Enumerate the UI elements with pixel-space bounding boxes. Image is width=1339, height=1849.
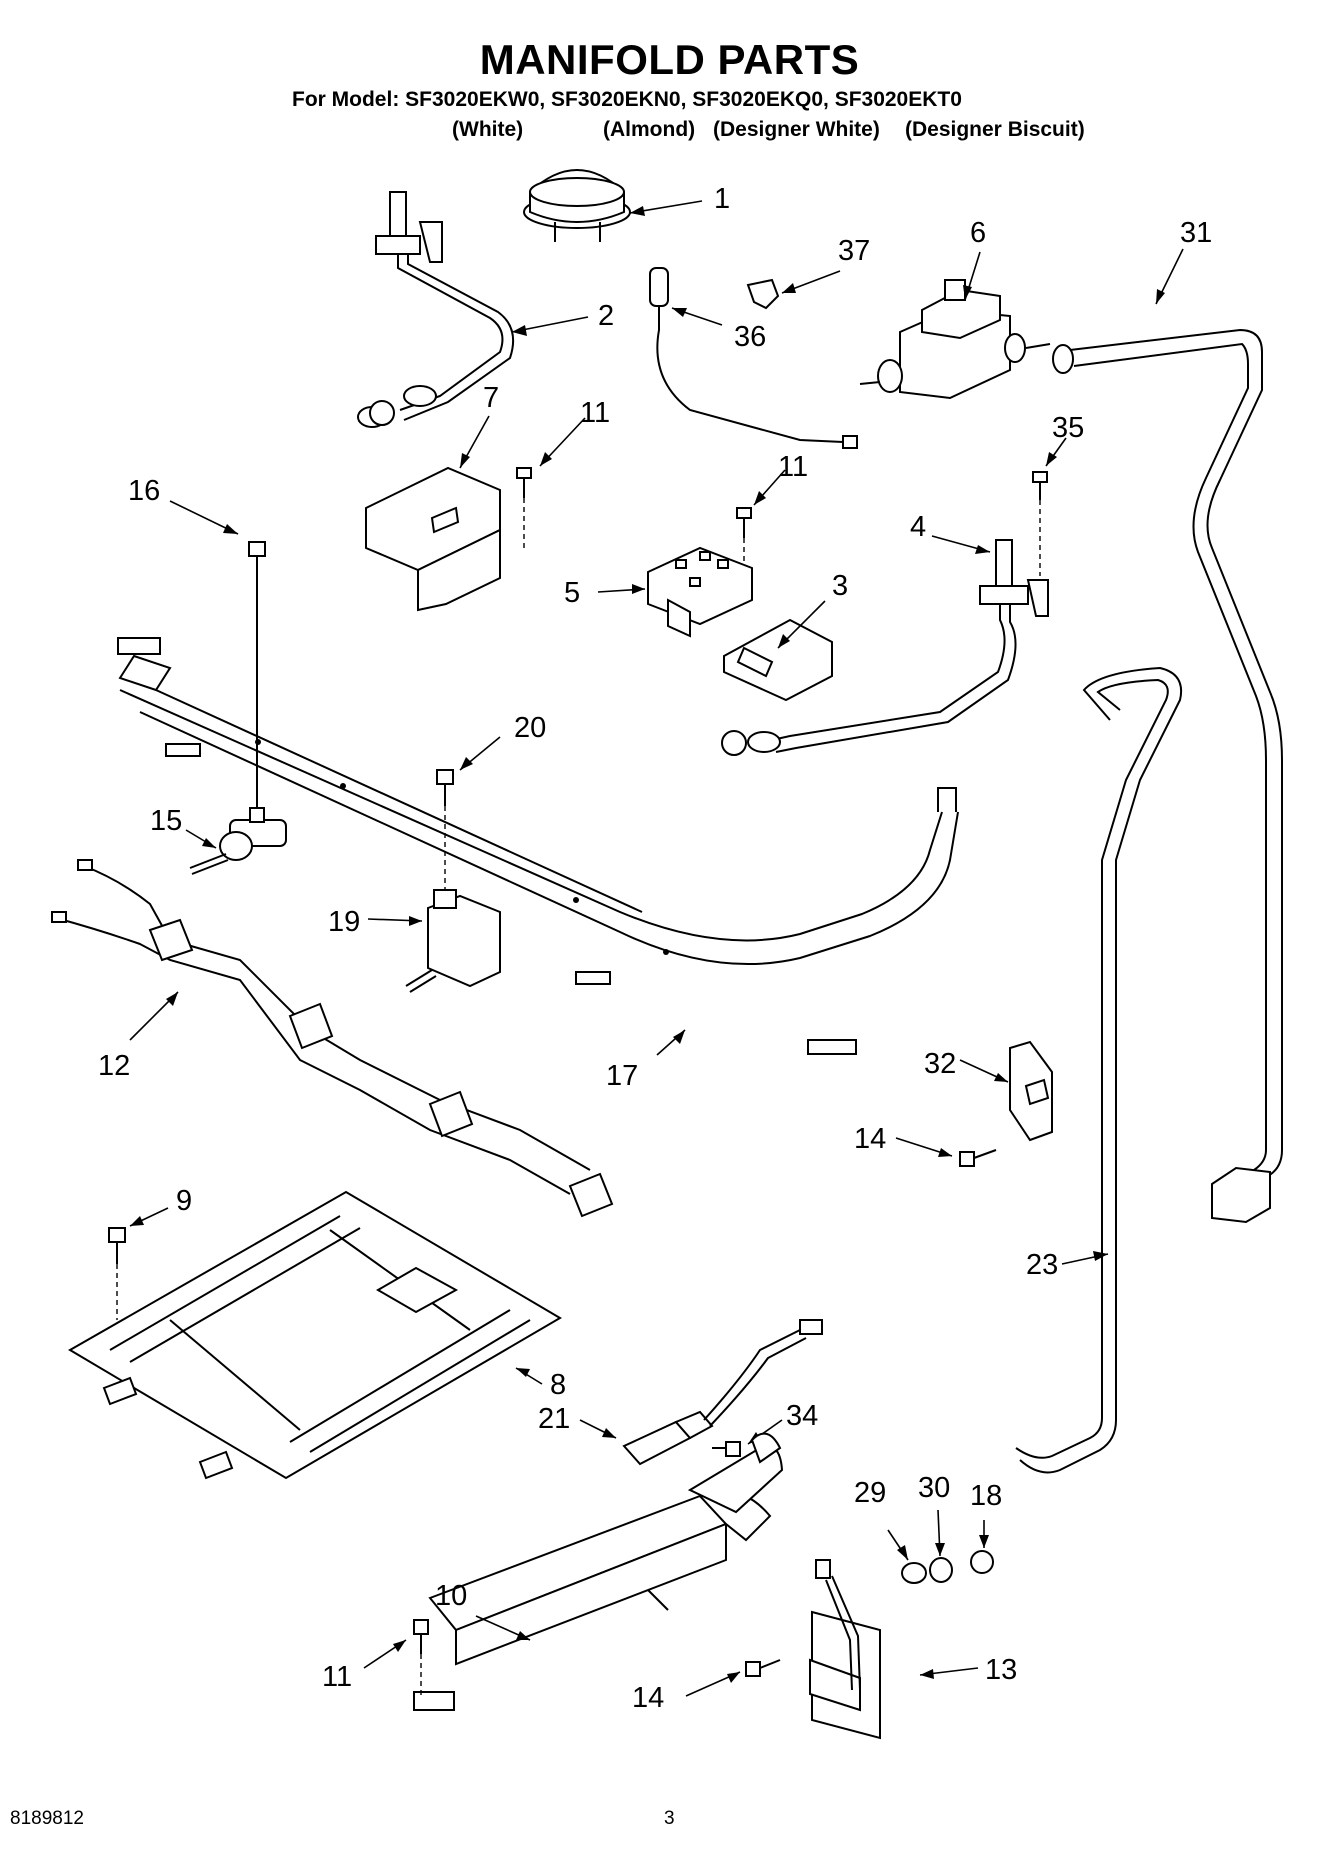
- screw: [1032, 471, 1048, 576]
- color-almond: (Almond): [603, 118, 696, 141]
- nut: [901, 1562, 927, 1584]
- top-burner-tube: [357, 191, 514, 428]
- color-white: (White): [452, 118, 524, 141]
- callout-36: 36: [734, 321, 766, 353]
- main-gas-tube: [1052, 328, 1283, 1224]
- callout-32: 32: [924, 1048, 956, 1080]
- color-designer-white: (Designer White): [713, 118, 880, 141]
- bracket: [723, 618, 833, 702]
- thermostat: [405, 889, 501, 993]
- screw: [712, 1441, 741, 1457]
- callout-14-mid: 14: [854, 1123, 886, 1155]
- callout-11-top: 11: [580, 397, 610, 429]
- safety-valve: [809, 1559, 881, 1740]
- gas-tube: [1015, 666, 1182, 1474]
- color-designer-biscuit: (Designer Biscuit): [905, 118, 1085, 141]
- callout-6: 6: [970, 217, 986, 249]
- screw: [108, 1227, 126, 1320]
- part-number: 8189812: [10, 1808, 84, 1829]
- clip: [746, 278, 780, 310]
- orifice: [929, 1557, 953, 1583]
- spark-module: [647, 546, 753, 638]
- callout-13: 13: [985, 1654, 1017, 1686]
- screw: [248, 541, 266, 828]
- callout-2: 2: [598, 300, 614, 332]
- mount-bracket: [1009, 1040, 1053, 1142]
- callout-1: 1: [714, 183, 730, 215]
- manifold-bar: [117, 637, 959, 1055]
- callout-37: 37: [838, 235, 870, 267]
- callout-20: 20: [514, 712, 546, 744]
- callout-19: 19: [328, 906, 360, 938]
- page-number: 3: [664, 1808, 675, 1829]
- fitting: [970, 1550, 994, 1574]
- screw: [436, 769, 454, 900]
- callout-18: 18: [970, 1480, 1002, 1512]
- ignitor-wire: [649, 267, 858, 449]
- screw: [516, 467, 532, 552]
- callout-10: 10: [435, 1580, 467, 1612]
- callout-29: 29: [854, 1477, 886, 1509]
- oven-igniter: [622, 1319, 823, 1466]
- screw: [959, 1149, 997, 1167]
- header: MANIFOLD PARTS For Model: SF3020EKW0, SF…: [0, 0, 1339, 150]
- callout-23: 23: [1026, 1249, 1058, 1281]
- callout-11-mid: 11: [778, 451, 808, 483]
- callout-35: 35: [1052, 412, 1084, 444]
- page-title: MANIFOLD PARTS: [479, 36, 860, 83]
- callout-14-bottom: 14: [632, 1682, 664, 1714]
- rear-burner-tube: [721, 539, 1049, 756]
- burner-shield-plate: [68, 1190, 562, 1480]
- pressure-regulator: [859, 279, 1051, 400]
- screw: [745, 1659, 781, 1677]
- callout-11-bottom: 11: [322, 1661, 352, 1693]
- callout-7: 7: [483, 382, 499, 414]
- callout-5: 5: [564, 577, 580, 609]
- callout-31: 31: [1180, 217, 1212, 249]
- callout-30: 30: [918, 1472, 950, 1504]
- burner-cap: [523, 169, 631, 242]
- callout-16: 16: [128, 475, 160, 507]
- callout-3: 3: [832, 570, 848, 602]
- callout-21: 21: [538, 1403, 570, 1435]
- callout-4: 4: [910, 511, 926, 543]
- model-line: For Model: SF3020EKW0, SF3020EKN0, SF302…: [292, 88, 962, 111]
- callout-17: 17: [606, 1060, 638, 1092]
- igniter-harness: [51, 859, 614, 1218]
- callout-34: 34: [786, 1400, 818, 1432]
- oven-burner: [413, 1432, 784, 1711]
- bracket-shield: [365, 466, 501, 612]
- callout-8: 8: [550, 1369, 566, 1401]
- callout-9: 9: [176, 1185, 192, 1217]
- callout-15: 15: [150, 805, 182, 837]
- callout-12: 12: [98, 1050, 130, 1082]
- screw: [413, 1619, 429, 1696]
- valve: [189, 807, 287, 875]
